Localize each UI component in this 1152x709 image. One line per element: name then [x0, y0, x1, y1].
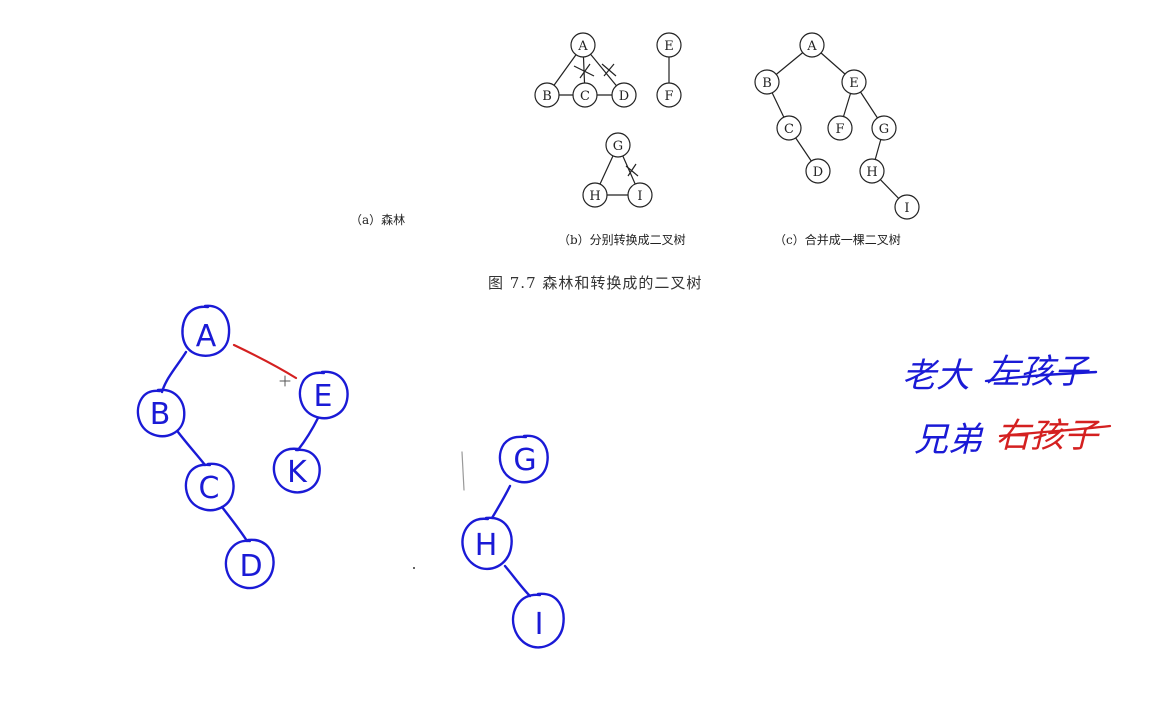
svg-text:C: C: [784, 122, 794, 137]
hand-node-h: H: [461, 516, 513, 571]
tree-b2-node-f: F: [656, 82, 682, 108]
tree-c-node-f: F: [827, 115, 853, 141]
caption-separate-binary-trees: （b）分别转换成二叉树: [558, 233, 686, 247]
svg-text:G: G: [513, 443, 536, 478]
note-left-child: 左孩子: [986, 352, 1088, 392]
svg-text:H: H: [866, 165, 877, 180]
tree-c-node-h: H: [859, 158, 885, 184]
note-right-child: 右孩子: [996, 416, 1098, 456]
svg-text:F: F: [835, 122, 844, 137]
note-1-underline: [984, 370, 1098, 383]
tree-b1-node-c: C: [572, 82, 598, 108]
svg-text:H: H: [475, 528, 498, 563]
tree-c-node-e: E: [841, 69, 867, 95]
note-2-underline: [998, 424, 1112, 438]
svg-text:I: I: [904, 201, 909, 216]
tree-b1-node-a: A: [570, 32, 596, 58]
stray-dot: [413, 567, 415, 569]
tree-c-node-d: D: [805, 158, 831, 184]
svg-text:H: H: [589, 189, 600, 204]
figure-title: 图 7.7 森林和转换成的二叉树: [488, 274, 703, 292]
svg-text:B: B: [150, 397, 171, 432]
tree-c-node-b: B: [754, 69, 780, 95]
hand-node-b: B: [136, 388, 186, 438]
svg-text:A: A: [806, 39, 817, 54]
hand-node-k: K: [272, 447, 321, 494]
svg-text:C: C: [199, 471, 220, 506]
svg-text:A: A: [196, 319, 217, 354]
svg-text:D: D: [619, 89, 629, 104]
tree-b3-node-h: H: [582, 182, 608, 208]
handwritten-tree-1: A B C D E K: [136, 304, 349, 590]
svg-text:E: E: [314, 379, 333, 414]
svg-text:I: I: [535, 607, 544, 642]
tree-c-node-i: I: [894, 194, 920, 220]
svg-text:B: B: [542, 89, 552, 104]
tree-c-node-a: A: [799, 32, 825, 58]
tree-b3-node-g: G: [605, 132, 631, 158]
hand-node-g: G: [498, 434, 549, 484]
hand-node-i: I: [511, 592, 565, 649]
svg-text:E: E: [849, 76, 859, 91]
note-eldest: 老大: [902, 356, 970, 396]
note-sibling: 兄弟: [914, 420, 982, 460]
svg-text:G: G: [879, 122, 889, 137]
tree-b1-node-d: D: [611, 82, 637, 108]
svg-text:G: G: [613, 139, 623, 154]
figure-c-tree: A B E C F G D H: [754, 32, 920, 220]
hand-node-a: A: [181, 304, 231, 357]
tree-b2-node-e: E: [656, 32, 682, 58]
svg-text:E: E: [664, 39, 674, 54]
hand-node-c: C: [184, 462, 235, 512]
caption-merged-binary-tree: （c）合并成一棵二叉树: [774, 233, 901, 247]
svg-text:B: B: [762, 76, 772, 91]
tree-c-node-c: C: [776, 115, 802, 141]
svg-text:I: I: [637, 189, 642, 204]
svg-text:A: A: [577, 39, 588, 54]
hand-node-d: D: [224, 538, 275, 590]
tree-b3-node-i: I: [627, 182, 653, 208]
hand-node-e: E: [298, 370, 349, 420]
svg-text:D: D: [813, 165, 823, 180]
svg-text:D: D: [239, 549, 262, 584]
handwritten-tree-2: G H I: [461, 434, 565, 649]
caption-forest: （a）森林: [350, 213, 406, 227]
svg-text:F: F: [664, 89, 673, 104]
tree-b1-node-b: B: [534, 82, 560, 108]
svg-text:C: C: [580, 89, 590, 104]
figure-b-trees: A B C D E F G: [534, 32, 682, 208]
svg-text:K: K: [287, 455, 308, 490]
tree-c-node-g: G: [871, 115, 897, 141]
